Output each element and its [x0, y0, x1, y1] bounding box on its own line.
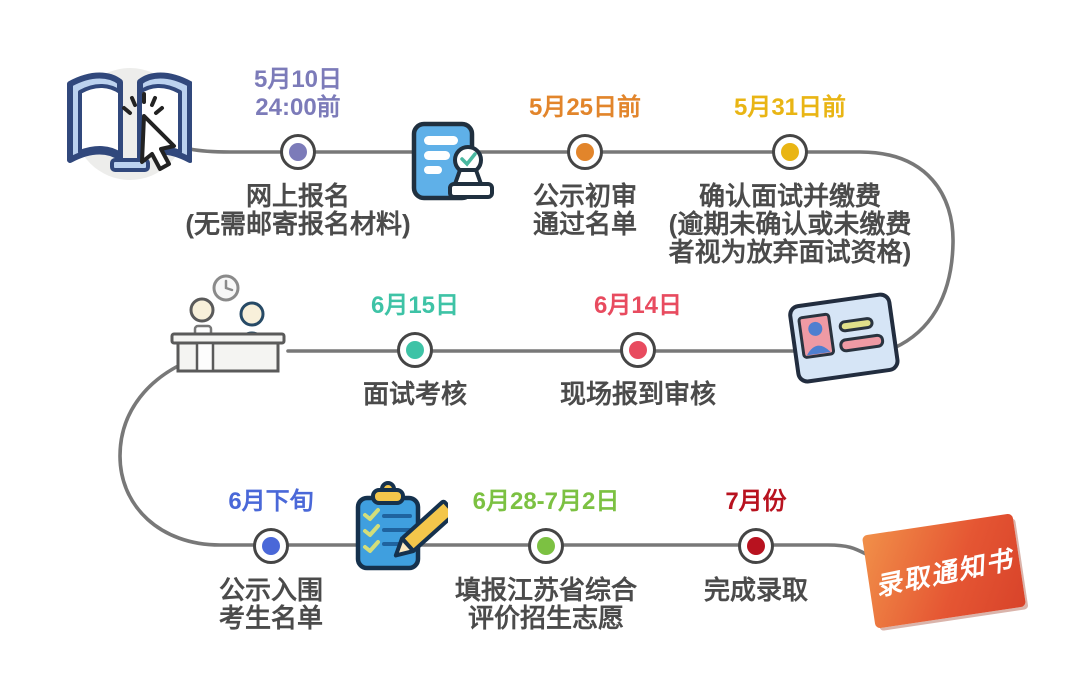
- step-date: 5月10日 24:00前: [253, 66, 343, 121]
- step-date: 7月份: [725, 488, 787, 515]
- clipboard-checklist-pencil-icon: [355, 481, 448, 571]
- step-confirm-interview-payment: 5月31日前 确认面试并缴费 (逾期未确认或未缴费 者视为放弃面试资格): [640, 94, 940, 266]
- open-book-with-cursor-icon: [67, 68, 192, 180]
- step-label: 面试考核: [362, 379, 467, 409]
- timeline-node: [738, 528, 774, 564]
- step-online-signup: 5月10日 24:00前 网上报名 (无需邮寄报名材料): [168, 66, 428, 238]
- timeline-node: [567, 134, 603, 170]
- step-date: 5月31日前: [733, 94, 847, 121]
- document-stamp-approval-icon: [411, 121, 494, 201]
- timeline-node: [253, 528, 289, 564]
- step-initial-review-list: 5月25日前 公示初审 通过名单: [455, 94, 715, 238]
- step-label: 网上报名 (无需邮寄报名材料): [185, 181, 411, 239]
- admission-letter-text: 录取通知书: [872, 543, 1016, 602]
- step-label: 填报江苏省综合 评价招生志愿: [454, 575, 637, 633]
- timeline-node: [528, 528, 564, 564]
- timeline-node: [397, 332, 433, 368]
- step-label: 公示初审 通过名单: [532, 181, 637, 239]
- interviewers-at-desk-with-clock-icon: [170, 274, 286, 373]
- step-shortlist-announcement: 6月下旬 公示入围 考生名单: [141, 488, 401, 632]
- step-label: 公示入围 考生名单: [218, 575, 323, 633]
- step-date: 6月15日: [370, 292, 460, 319]
- step-date: 5月25日前: [528, 94, 642, 121]
- timeline-node: [280, 134, 316, 170]
- step-label: 确认面试并缴费 (逾期未确认或未缴费 者视为放弃面试资格): [668, 181, 912, 267]
- step-label: 完成录取: [703, 575, 808, 605]
- step-label: 现场报到审核: [559, 379, 716, 409]
- step-date: 6月14日: [593, 292, 683, 319]
- step-onsite-checkin: 6月14日 现场报到审核: [508, 292, 768, 408]
- step-date: 6月下旬: [228, 488, 314, 515]
- step-date: 6月28-7月2日: [472, 488, 620, 515]
- step-fill-application: 6月28-7月2日 填报江苏省综合 评价招生志愿: [406, 488, 686, 632]
- timeline-node: [620, 332, 656, 368]
- step-admission-complete: 7月份 完成录取: [626, 488, 886, 604]
- id-card-icon: [788, 292, 900, 384]
- timeline-node: [772, 134, 808, 170]
- step-interview-assessment: 6月15日 面试考核: [285, 292, 545, 408]
